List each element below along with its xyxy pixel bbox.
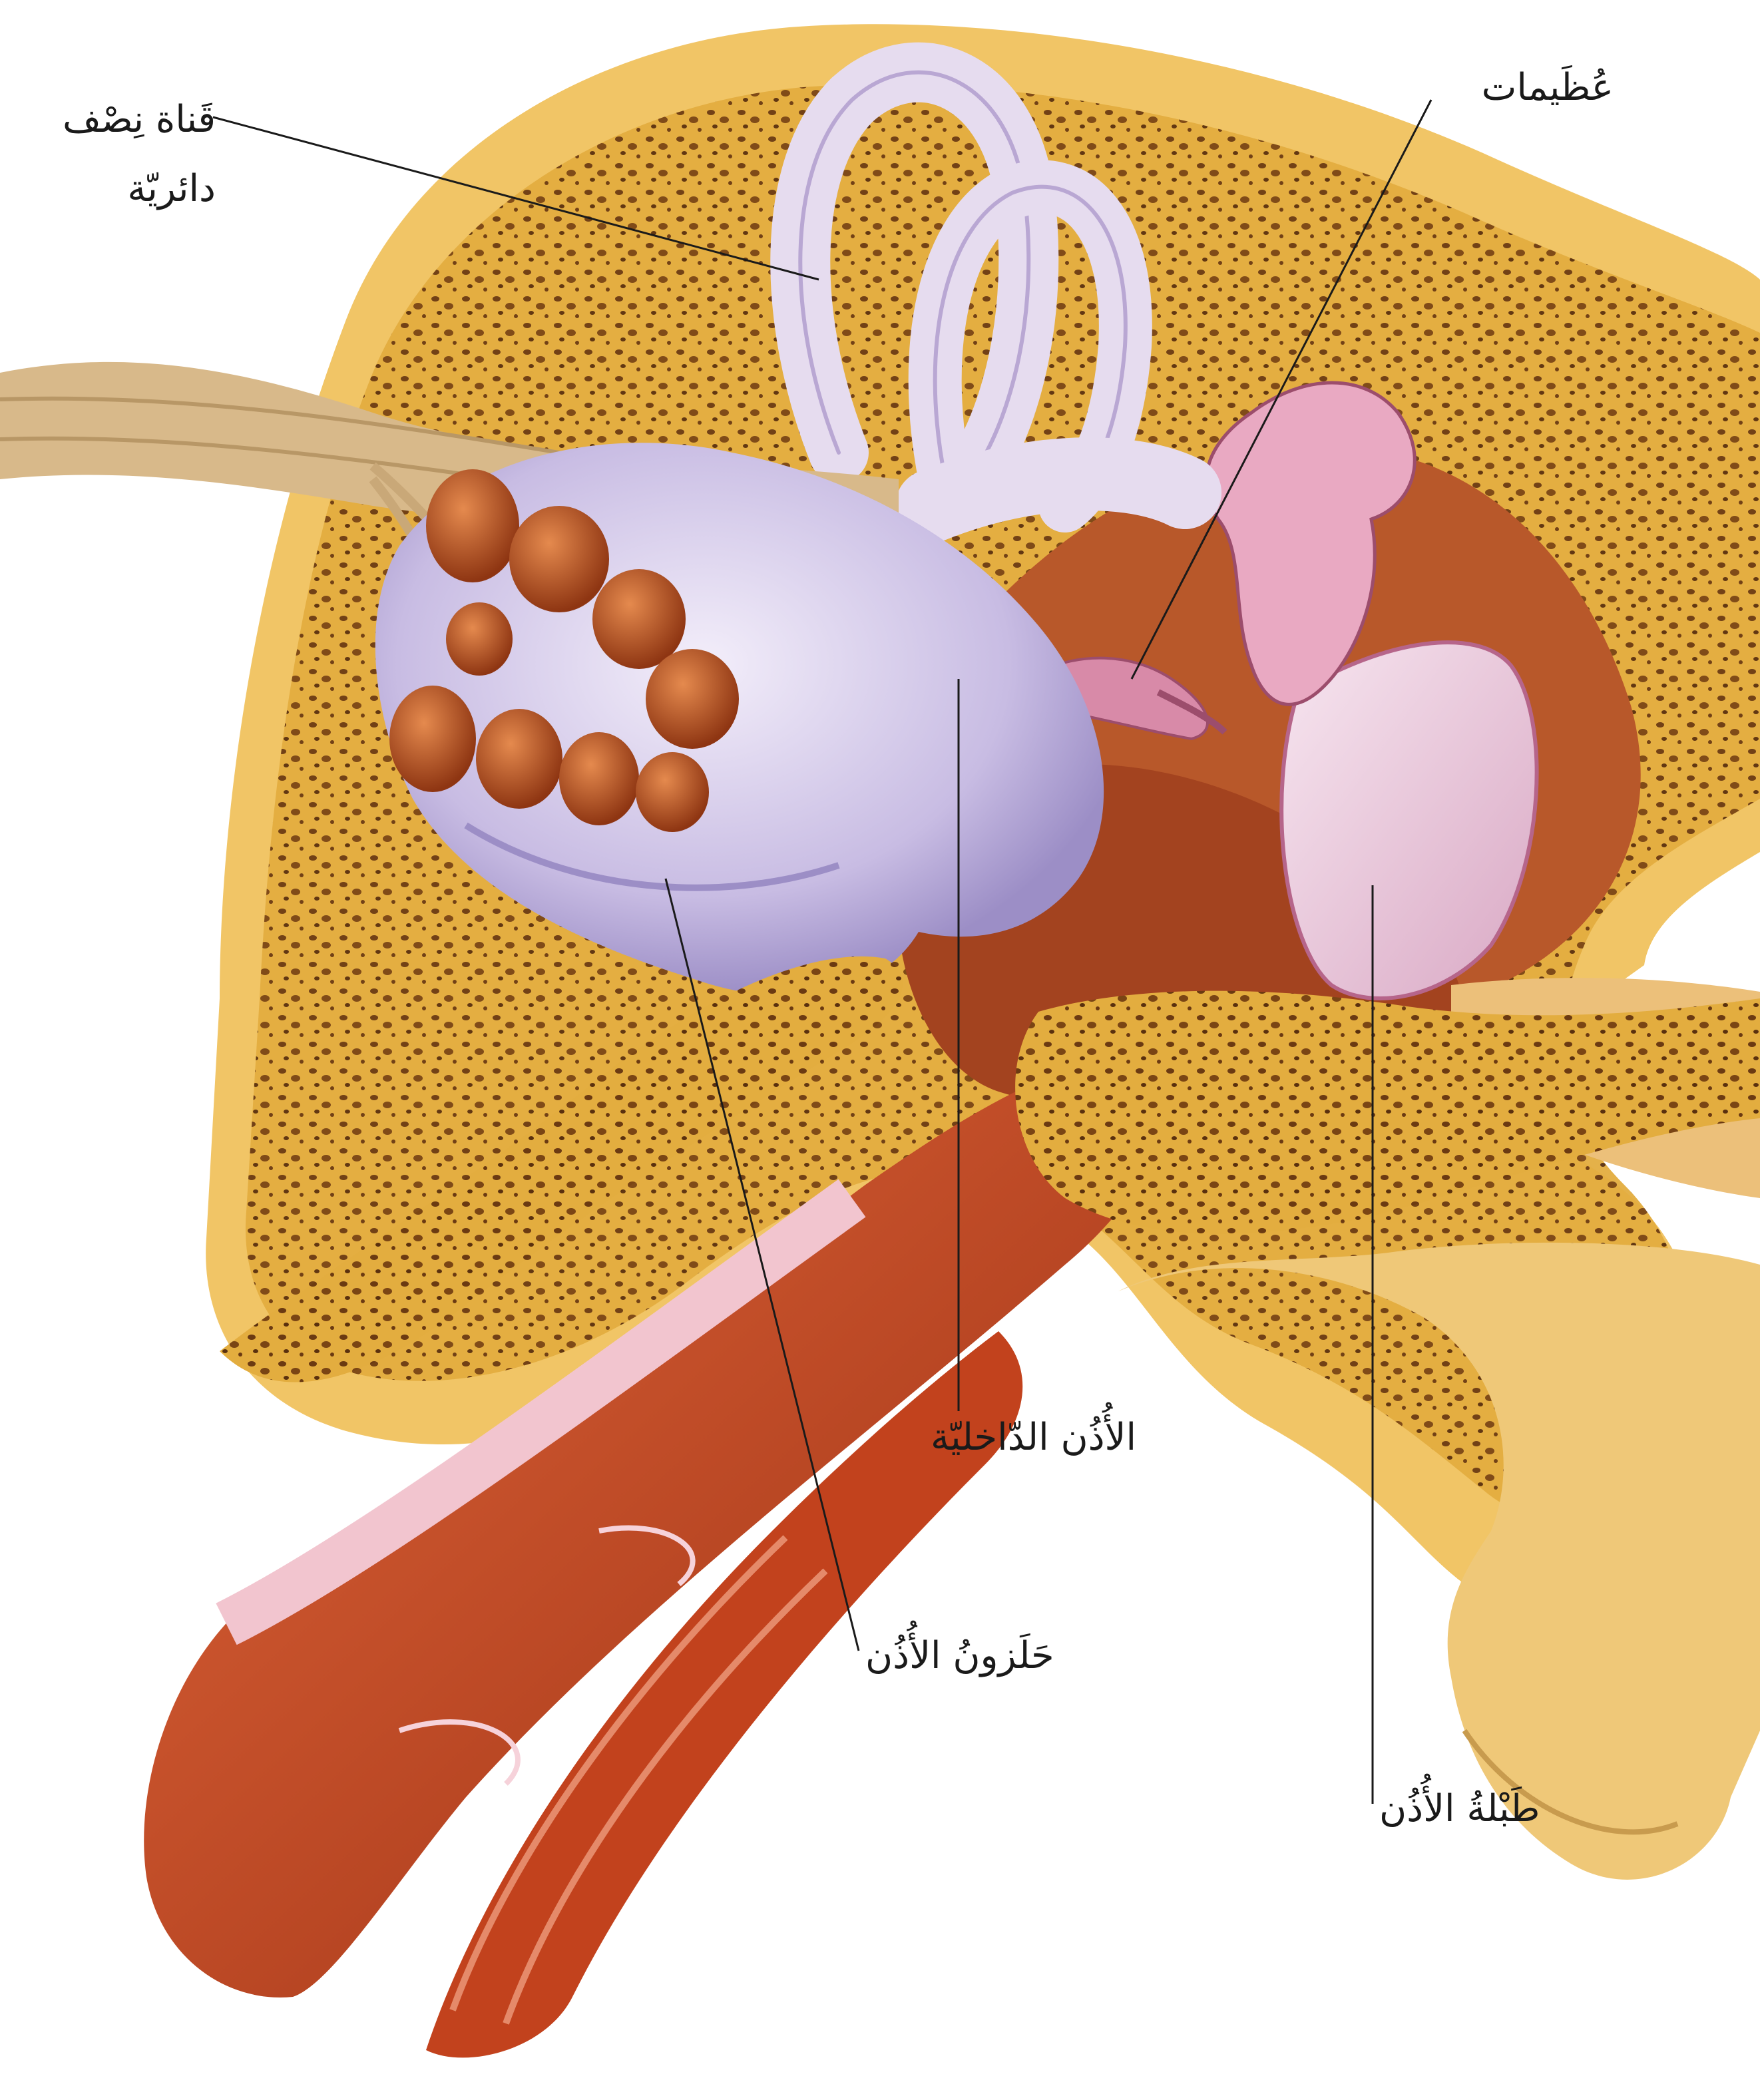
label-cochlea: حَلَزونُ الأُذُن xyxy=(865,1635,1054,1677)
label-inner-ear: الأُذُن الدّاخليّة xyxy=(931,1416,1136,1459)
tympanic-ridge xyxy=(1015,991,1760,1234)
label-eardrum: طَبْلةُ الأُذُن xyxy=(1379,1788,1540,1830)
label-semicircular-canal-line2: دائريّة xyxy=(63,168,216,210)
label-semicircular-canal-line1: قَناة نِصْف xyxy=(63,98,216,141)
label-ossicles: عُظَيمات xyxy=(1482,67,1614,109)
label-semicircular-canal: قَناة نِصْف دائريّة xyxy=(63,99,216,211)
